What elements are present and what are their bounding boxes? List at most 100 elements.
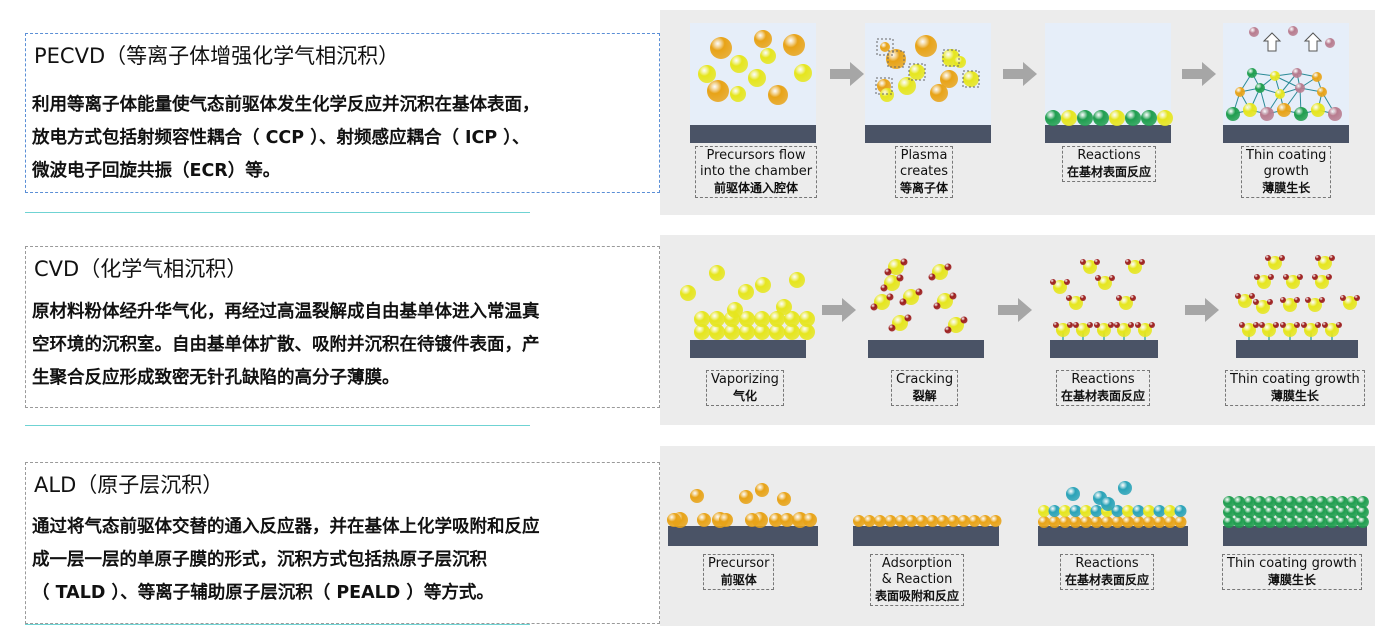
- green-particle: [1356, 516, 1369, 528]
- description-line: 微波电子回旋共振（ECR）等。: [32, 161, 281, 181]
- orange-particle: [1317, 87, 1327, 97]
- step-label: Thin coating growth 薄膜生长: [1222, 554, 1362, 590]
- divider-line: [25, 425, 530, 427]
- orange-particle: [947, 515, 960, 527]
- red-particle: [960, 316, 968, 324]
- red-particle: [1312, 274, 1318, 280]
- yellow-particle: [1157, 110, 1173, 126]
- up-arrow-icon: [1262, 32, 1282, 52]
- orange-particle: [874, 515, 886, 527]
- teal-particle: [1048, 505, 1061, 517]
- step-label-zh: 在基材表面反应: [1067, 165, 1152, 179]
- green-particle: [1336, 496, 1349, 508]
- green-particle: [1326, 506, 1338, 518]
- red-particle: [1109, 275, 1115, 281]
- green-particle: [1233, 506, 1246, 518]
- description-line: 成一层一层的单原子膜的形式，沉积方式包括热原子层沉积: [32, 550, 487, 570]
- green-particle: [1294, 107, 1308, 121]
- pink-particle: [1288, 26, 1298, 36]
- yellow-particle: [789, 272, 805, 288]
- red-particle: [1067, 322, 1073, 328]
- step-label: Cracking 裂解: [891, 370, 959, 406]
- yellow-particle: [784, 311, 800, 327]
- red-particle: [933, 302, 941, 310]
- process-arrow-icon: [822, 298, 856, 322]
- red-particle: [1080, 259, 1086, 265]
- red-particle: [1095, 275, 1101, 281]
- green-particle: [1356, 496, 1369, 508]
- orange-particle: [1069, 516, 1082, 528]
- yellow-particle: [1059, 505, 1071, 517]
- orange-particle: [884, 515, 897, 527]
- red-particle: [1253, 322, 1259, 328]
- description-line: （ TALD ）、等离子辅助原子层沉积（ PEALD ）等方式。: [32, 583, 494, 603]
- step-label: Precursors flow into the chamber 前驱体通入腔体: [695, 146, 818, 198]
- green-particle: [1233, 516, 1246, 528]
- red-particle: [1128, 322, 1134, 328]
- red-particle: [888, 324, 896, 332]
- yellow-particle: [884, 275, 900, 291]
- step-label-en: & Reaction: [881, 572, 953, 587]
- yellow-particle: [1283, 323, 1297, 337]
- step-label: Vaporizing 气化: [706, 370, 784, 406]
- green-particle: [1284, 516, 1297, 528]
- substrate-bar: [1236, 340, 1358, 358]
- green-particle: [1274, 516, 1287, 528]
- teal-particle: [1153, 505, 1166, 517]
- step-label-en: Thin coating growth: [1230, 372, 1360, 387]
- yellow-particle: [1318, 256, 1332, 270]
- yellow-particle: [932, 264, 948, 280]
- red-particle: [1114, 322, 1120, 328]
- yellow-particle: [909, 64, 925, 80]
- red-particle: [1268, 274, 1274, 280]
- yellow-particle: [784, 324, 800, 340]
- green-particle: [1336, 516, 1349, 528]
- step-label-en: Reactions: [1077, 148, 1141, 163]
- step-label-en: Vaporizing: [711, 372, 779, 387]
- orange-particle: [905, 515, 918, 527]
- step-label: Adsorption & Reaction 表面吸附和反应: [870, 554, 965, 606]
- step-label-en: Adsorption: [881, 556, 953, 571]
- green-particle: [1253, 506, 1266, 518]
- green-particle: [1264, 506, 1277, 518]
- red-particle: [1149, 322, 1155, 328]
- step-label-zh: 在基材表面反应: [1065, 573, 1150, 587]
- yellow-particle: [1304, 323, 1318, 337]
- green-particle: [1253, 496, 1266, 508]
- yellow-particle: [888, 259, 904, 275]
- description-line: 生聚合反应形成致密无针孔缺陷的高分子薄膜。: [32, 368, 400, 388]
- step-label-zh: 前驱体: [720, 573, 757, 587]
- step-label-en: Precursor: [708, 556, 770, 571]
- red-particle: [1259, 322, 1265, 328]
- yellow-particle: [1243, 103, 1257, 117]
- red-particle: [1073, 322, 1079, 328]
- red-particle: [1235, 293, 1241, 299]
- green-particle: [1295, 496, 1308, 508]
- yellow-particle: [1083, 260, 1097, 274]
- process-arrow-icon: [830, 62, 864, 86]
- red-particle: [1265, 255, 1271, 261]
- red-particle: [870, 303, 878, 311]
- process-arrow-icon: [1182, 62, 1216, 86]
- orange-particle: [1122, 516, 1134, 528]
- section-description: 原材料粉体经升华气化，再经过高温裂解成自由基单体进入常温真 空环境的沉积室。自由…: [32, 296, 540, 395]
- red-particle: [1315, 255, 1321, 261]
- yellow-particle: [1061, 110, 1077, 126]
- section-title: CVD（化学气相沉积）: [34, 257, 248, 281]
- step-label-zh: 裂解: [912, 389, 937, 403]
- yellow-particle: [1257, 275, 1271, 289]
- substrate-bar: [1045, 125, 1171, 143]
- step-label: Plasma creates 等离子体: [895, 146, 954, 198]
- yellow-particle: [760, 48, 776, 64]
- yellow-particle: [1283, 298, 1297, 312]
- yellow-particle: [1311, 103, 1325, 117]
- yellow-particle: [963, 71, 979, 87]
- orange-particle: [968, 515, 981, 527]
- teal-particle: [1069, 505, 1082, 517]
- step-label-zh: 薄膜生长: [1267, 573, 1316, 587]
- green-particle: [1223, 516, 1235, 528]
- yellow-particle: [738, 284, 754, 300]
- red-particle: [1280, 297, 1286, 303]
- substrate-bar: [1038, 526, 1188, 546]
- ald-process-diagram: [660, 446, 1375, 626]
